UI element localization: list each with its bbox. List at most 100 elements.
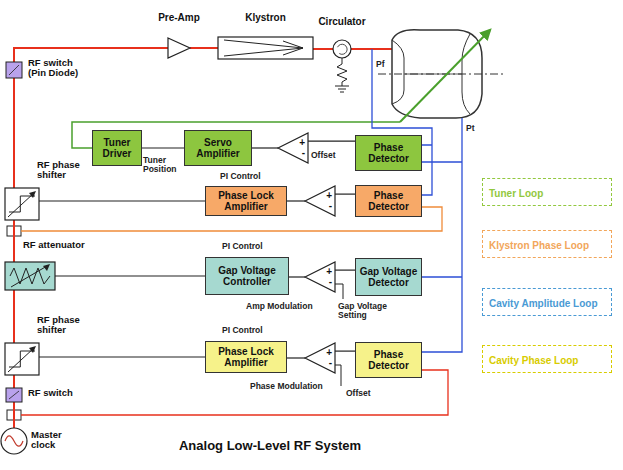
amplifier-box: Phase Lock Amplifier: [205, 186, 287, 216]
legend-box: Cavity Amplitude Loop: [482, 288, 612, 316]
annotation-label: PI Control: [220, 172, 261, 181]
signal-line: [287, 357, 305, 358]
input-sign: -: [329, 201, 332, 211]
annotation-label: PI Control: [222, 242, 263, 251]
amplifier-box: Phase Lock Amplifier: [205, 341, 287, 373]
box-label: Phase Detector: [358, 142, 419, 164]
rf-switch-outline: [6, 62, 22, 78]
rf-attenuator: RF attenuator: [5, 262, 55, 290]
box-label: Gap Voltage Controller: [208, 265, 286, 287]
input-sign: -: [329, 358, 332, 368]
component-label: Master clock: [31, 430, 73, 451]
signal-line: [55, 275, 205, 276]
annotation-label: Amp Modulation: [246, 302, 328, 311]
box-label: Servo Amplifier: [187, 137, 249, 159]
box-label: Phase Detector: [358, 349, 419, 371]
master-oscillator: Master clock: [1, 428, 27, 454]
signal-line: [335, 194, 355, 195]
comparator-triangle: +-: [305, 262, 335, 292]
legend-box: Tuner Loop: [482, 178, 612, 206]
legend-box: Klystron Phase Loop: [482, 230, 612, 258]
rf-attenuator-outline: [5, 262, 55, 290]
signal-line: [308, 141, 355, 142]
rf-switch-outline: [6, 388, 22, 402]
annotation-label: Offset: [346, 389, 371, 398]
driver-box: Tuner Driver: [92, 130, 142, 166]
rf-line: [190, 47, 218, 49]
input-sign: -: [329, 277, 332, 287]
cavity-illustration: [378, 30, 505, 122]
signal-line: [252, 147, 278, 148]
component-label: Circulator: [307, 16, 377, 27]
phase-shifter-outline: [5, 343, 39, 375]
circulator-symbol: Circulator: [333, 40, 351, 58]
signal-line: [39, 356, 205, 357]
detector-box: Phase Detector: [355, 135, 422, 171]
transmitted-power-line: [420, 118, 462, 352]
detector-box: Phase Detector: [355, 342, 422, 378]
legend-box: Cavity Phase Loop: [482, 345, 612, 373]
comparator-triangle: +-: [278, 133, 308, 163]
load-resistor: [335, 58, 349, 92]
box-label: Phase Detector: [358, 190, 419, 212]
annotation-label: Gap Voltage Setting: [338, 302, 396, 321]
signal-name: Pt: [466, 124, 475, 133]
signal-name: Pf: [376, 60, 385, 69]
circulator-symbol-outline: [333, 40, 351, 58]
rf-line: [13, 78, 15, 188]
input-sign: +: [326, 191, 332, 201]
component-label: Pre-Amp: [148, 12, 210, 23]
controller-box: Gap Voltage Controller: [205, 257, 289, 295]
legend-label: Cavity Phase Loop: [489, 355, 578, 366]
box-label: Tuner Driver: [95, 137, 139, 159]
signal-line: [39, 200, 205, 201]
detector-box: Phase Detector: [355, 185, 422, 217]
component-label: RF phase shifter: [37, 160, 91, 181]
rf-line: [313, 48, 333, 50]
detector-box: Gap Voltage Detector: [355, 258, 422, 296]
input-sign: -: [302, 148, 305, 158]
signal-line: [335, 351, 355, 352]
rf-line: [13, 220, 15, 262]
rf-switch: RF switch: [6, 388, 22, 402]
amplifier-triangle: Pre-Amp: [168, 38, 190, 58]
rf-switch: RF switch (Pin Diode): [6, 62, 22, 78]
amplifier-box: Servo Amplifier: [184, 130, 252, 166]
setpoint-line: [335, 284, 343, 299]
component-label: Klystron: [218, 12, 313, 23]
signal-line: [142, 147, 184, 148]
phase-shifter: RF phase shifter: [5, 343, 39, 375]
rf-line: [13, 375, 15, 388]
input-sign: +: [326, 348, 332, 358]
annotation-label: Offset: [311, 151, 336, 160]
legend-label: Tuner Loop: [489, 188, 543, 199]
signal-line: [289, 276, 305, 277]
diagram-title: Analog Low-Level RF System: [140, 438, 400, 453]
forward-power-line: [372, 49, 432, 195]
offset-line: [335, 365, 341, 386]
signal-line: [287, 200, 305, 201]
signal-line: [335, 270, 355, 271]
input-sign: +: [299, 138, 305, 148]
amplifier-triangle-outline: [168, 38, 190, 58]
box-label: Gap Voltage Detector: [358, 266, 419, 288]
component-label: RF attenuator: [23, 240, 103, 250]
klystron-tube-outline: [218, 37, 313, 59]
comparator-triangle: +-: [305, 186, 335, 216]
rf-line: [13, 402, 15, 428]
legend-label: Cavity Amplitude Loop: [489, 298, 598, 309]
input-sign: +: [326, 267, 332, 277]
rf-line: [13, 290, 15, 343]
component-label: RF switch (Pin Diode): [28, 58, 90, 79]
annotation-label: Tuner Position: [143, 156, 180, 175]
annotation-label: Phase Modulation: [250, 382, 336, 391]
phase-shifter-outline: [5, 188, 39, 220]
phase-shifter: RF phase shifter: [5, 188, 39, 220]
legend-label: Klystron Phase Loop: [489, 240, 589, 251]
box-label: Phase Lock Amplifier: [208, 190, 284, 212]
component-label: RF phase shifter: [37, 315, 91, 336]
comparator-triangle: +-: [305, 343, 335, 373]
master-oscillator-outline: [1, 428, 27, 454]
